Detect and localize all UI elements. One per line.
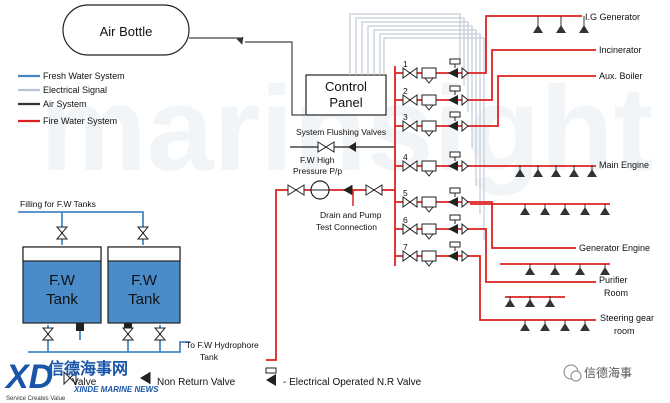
valve-number: 3 bbox=[403, 112, 408, 122]
consumer-generator-engine: Generator Engine bbox=[579, 243, 650, 253]
pump-label-1: F.W High bbox=[300, 155, 335, 165]
strainer-icon bbox=[421, 250, 437, 262]
valve-row: 4 bbox=[395, 151, 470, 177]
valve-number: 1 bbox=[403, 59, 408, 69]
flushing-label: System Flushing Valves bbox=[296, 127, 386, 137]
strainer-icon bbox=[421, 67, 437, 79]
filling-label: Filling for F.W Tanks bbox=[20, 199, 96, 209]
pump-label-2: Pressure P/p bbox=[293, 166, 342, 176]
legend-label: Electrical Signal bbox=[43, 85, 107, 95]
legend-valve-label: Valve bbox=[72, 377, 97, 388]
legend-label: Fresh Water System bbox=[43, 71, 125, 81]
fw-tank-2-label-1: F.W bbox=[131, 272, 158, 289]
hydrophore-label-1: To F.W Hydrophore bbox=[186, 340, 259, 350]
legend-label: Fire Water System bbox=[43, 116, 117, 126]
valve-number: 4 bbox=[403, 152, 408, 162]
consumer-ig-generator: I.G Generator bbox=[585, 12, 640, 22]
flushing-valves: System Flushing Valves bbox=[290, 127, 395, 153]
valve-number: 2 bbox=[403, 86, 408, 96]
fw-tank-1-label-1: F.W bbox=[49, 272, 76, 289]
eo-nrv-icon bbox=[448, 68, 458, 78]
eo-nrv-icon bbox=[448, 95, 458, 105]
nozzle-icon bbox=[579, 25, 589, 33]
brand-chinese: 信德海事网 bbox=[48, 359, 128, 378]
consumer-steering-1: Steering gear bbox=[600, 313, 654, 323]
consumer-purifier-1: Purifier bbox=[599, 275, 628, 285]
eo-nrv-icon bbox=[448, 161, 458, 171]
brand-english: XINDE MARINE NEWS bbox=[73, 385, 159, 394]
valve-row: 5 bbox=[395, 187, 470, 213]
legend-eonrv-label: - Electrical Operated N.R Valve bbox=[283, 377, 422, 388]
air-system: Air Bottle Control Panel bbox=[62, 4, 387, 116]
valve-row: 1 bbox=[395, 58, 470, 84]
strainer-icon bbox=[421, 160, 437, 172]
consumer-purifier-2: Room bbox=[604, 288, 628, 298]
wechat-name: 信德海事 bbox=[584, 365, 632, 380]
consumer-aux-boiler: Aux. Boiler bbox=[599, 71, 643, 81]
air-bottle-label: Air Bottle bbox=[100, 24, 153, 39]
valve-number: 5 bbox=[403, 188, 408, 198]
fw-tank-2-label-2: Tank bbox=[128, 291, 160, 308]
fw-tank-1-label-2: Tank bbox=[46, 291, 78, 308]
valve-row: 3 bbox=[395, 111, 470, 137]
strainer-icon bbox=[421, 196, 437, 208]
valve-row: 6 bbox=[395, 214, 470, 240]
electrical-signal-lines bbox=[349, 13, 485, 240]
consumer-main-engine: Main Engine bbox=[599, 160, 649, 170]
eo-nrv-icon bbox=[448, 224, 458, 234]
control-panel-line2: Panel bbox=[329, 95, 362, 110]
strainer-icon bbox=[421, 120, 437, 132]
consumer-incinerator: Incinerator bbox=[599, 45, 642, 55]
valve-number: 7 bbox=[403, 242, 408, 252]
eo-nrv-icon bbox=[448, 251, 458, 261]
fire-pump-group: F.W High Pressure P/p Drain and Pump Tes… bbox=[287, 155, 383, 232]
valve-row: 2 bbox=[395, 85, 470, 111]
hydrophore-label-2: Tank bbox=[200, 352, 219, 362]
eo-nrv-icon bbox=[448, 121, 458, 131]
drain-label-2: Test Connection bbox=[316, 222, 377, 232]
strainer-icon bbox=[421, 94, 437, 106]
air-bottle bbox=[62, 4, 190, 56]
brand-logo: XD 信德海事网 XINDE MARINE NEWS Service Creat… bbox=[4, 358, 159, 402]
drain-label-1: Drain and Pump bbox=[320, 210, 382, 220]
valve-row: 7 bbox=[395, 241, 470, 267]
legend-nrv-label: Non Return Valve bbox=[157, 377, 236, 388]
consumer-branches bbox=[470, 15, 610, 321]
brand-logo-mark: XD bbox=[4, 358, 53, 396]
nozzle-icon bbox=[556, 25, 566, 33]
consumer-steering-2: room bbox=[614, 326, 635, 336]
valve-number: 6 bbox=[403, 215, 408, 225]
legend-label: Air System bbox=[43, 99, 87, 109]
consumer-valve-rows: 1 2 3 4 5 6 7 bbox=[395, 58, 470, 267]
consumer-labels: I.G Generator Incinerator Aux. Boiler Ma… bbox=[579, 12, 654, 336]
control-panel-line1: Control bbox=[325, 79, 367, 94]
brand-slogan: Service Creates Value bbox=[6, 396, 66, 402]
strainer-icon bbox=[421, 223, 437, 235]
nozzle-icon bbox=[533, 25, 543, 33]
spray-nozzles bbox=[505, 16, 610, 331]
symbol-legend: Valve Non Return Valve - Electrical Oper… bbox=[63, 367, 422, 388]
fresh-water-system: Filling for F.W Tanks F.W Tank bbox=[18, 199, 259, 362]
control-panel bbox=[305, 74, 387, 116]
eo-nrv-icon bbox=[448, 197, 458, 207]
wechat-badge: 信德海事 bbox=[563, 364, 632, 382]
